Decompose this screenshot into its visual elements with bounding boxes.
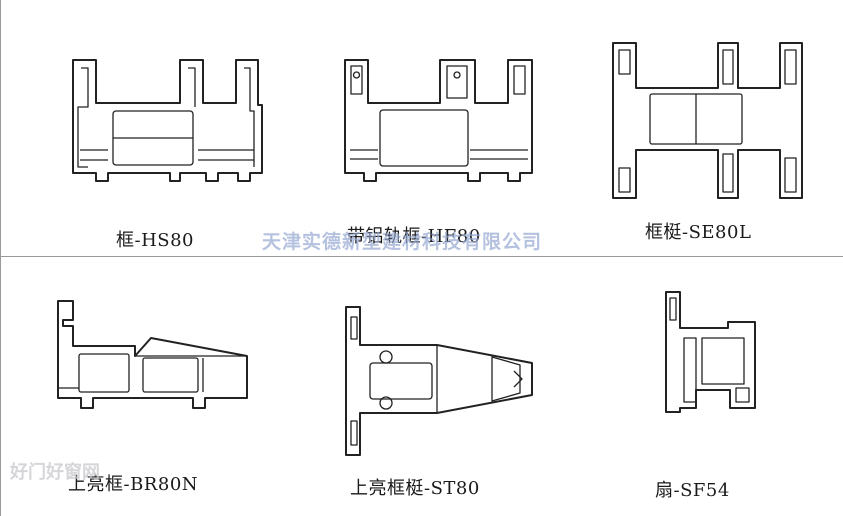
company-watermark: 天津实德新型建材科技有限公司 xyxy=(262,231,543,253)
site-watermark: 好门好窗网 xyxy=(10,462,100,483)
profile-st80-drawing xyxy=(342,305,542,465)
row-divider xyxy=(0,256,843,257)
profile-st80-caption: 上亮框梃-ST80 xyxy=(350,478,480,499)
profile-se80l-drawing xyxy=(610,40,810,205)
profile-sf54-caption: 扇-SF54 xyxy=(655,480,730,501)
profile-br80n-caption: 上亮框-BR80N xyxy=(68,474,199,495)
profile-hs80-drawing xyxy=(68,55,268,190)
profile-hf80-caption: 带铝轨框-HF80 xyxy=(347,226,481,247)
profile-hf80-drawing xyxy=(340,55,540,190)
profile-se80l-caption: 框梃-SE80L xyxy=(645,222,752,243)
profile-sf54-drawing xyxy=(660,288,770,418)
profile-br80n-drawing xyxy=(55,298,260,418)
profile-hs80-caption: 框-HS80 xyxy=(116,230,195,251)
